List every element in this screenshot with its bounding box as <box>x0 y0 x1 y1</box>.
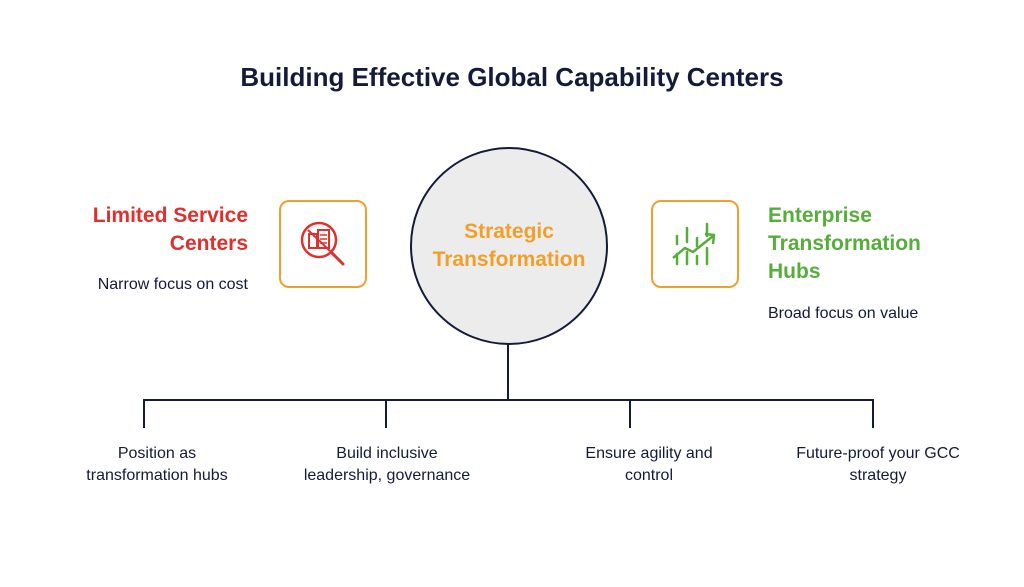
limited-heading-line2: Centers <box>40 230 248 258</box>
enterprise-heading-line1: Enterprise <box>768 202 988 230</box>
branch-label-4-line2: strategy <box>768 465 988 487</box>
branch-label-4-line1: Future-proof your GCC <box>768 443 988 465</box>
branch-label-2-line2: leadership, governance <box>277 465 497 487</box>
limited-icon-box <box>279 200 367 288</box>
search-buildings-icon <box>293 214 353 274</box>
enterprise-icon-box <box>651 200 739 288</box>
branch-label-2-line1: Build inclusive <box>277 443 497 465</box>
limited-heading-line1: Limited Service <box>40 202 248 230</box>
center-label: Strategic Transformation <box>419 218 599 274</box>
limited-service-description: Narrow focus on cost <box>40 276 248 294</box>
enterprise-heading-line2: Transformation <box>768 230 988 258</box>
enterprise-heading-line3: Hubs <box>768 258 988 286</box>
center-circle: Strategic Transformation <box>410 147 608 345</box>
branch-label-3-line2: control <box>539 465 759 487</box>
growth-chart-icon <box>665 214 725 274</box>
branch-label-1-line2: transformation hubs <box>47 465 267 487</box>
branch-label-4: Future-proof your GCC strategy <box>768 443 988 487</box>
enterprise-description: Broad focus on value <box>768 305 988 323</box>
branch-label-1: Position as transformation hubs <box>47 443 267 487</box>
branch-label-2: Build inclusive leadership, governance <box>277 443 497 487</box>
center-label-line2: Transformation <box>419 246 599 274</box>
enterprise-heading: Enterprise Transformation Hubs <box>768 202 988 286</box>
branch-label-1-line1: Position as <box>47 443 267 465</box>
limited-service-heading: Limited Service Centers <box>40 202 248 258</box>
branch-label-3: Ensure agility and control <box>539 443 759 487</box>
branch-label-3-line1: Ensure agility and <box>539 443 759 465</box>
center-label-line1: Strategic <box>419 218 599 246</box>
